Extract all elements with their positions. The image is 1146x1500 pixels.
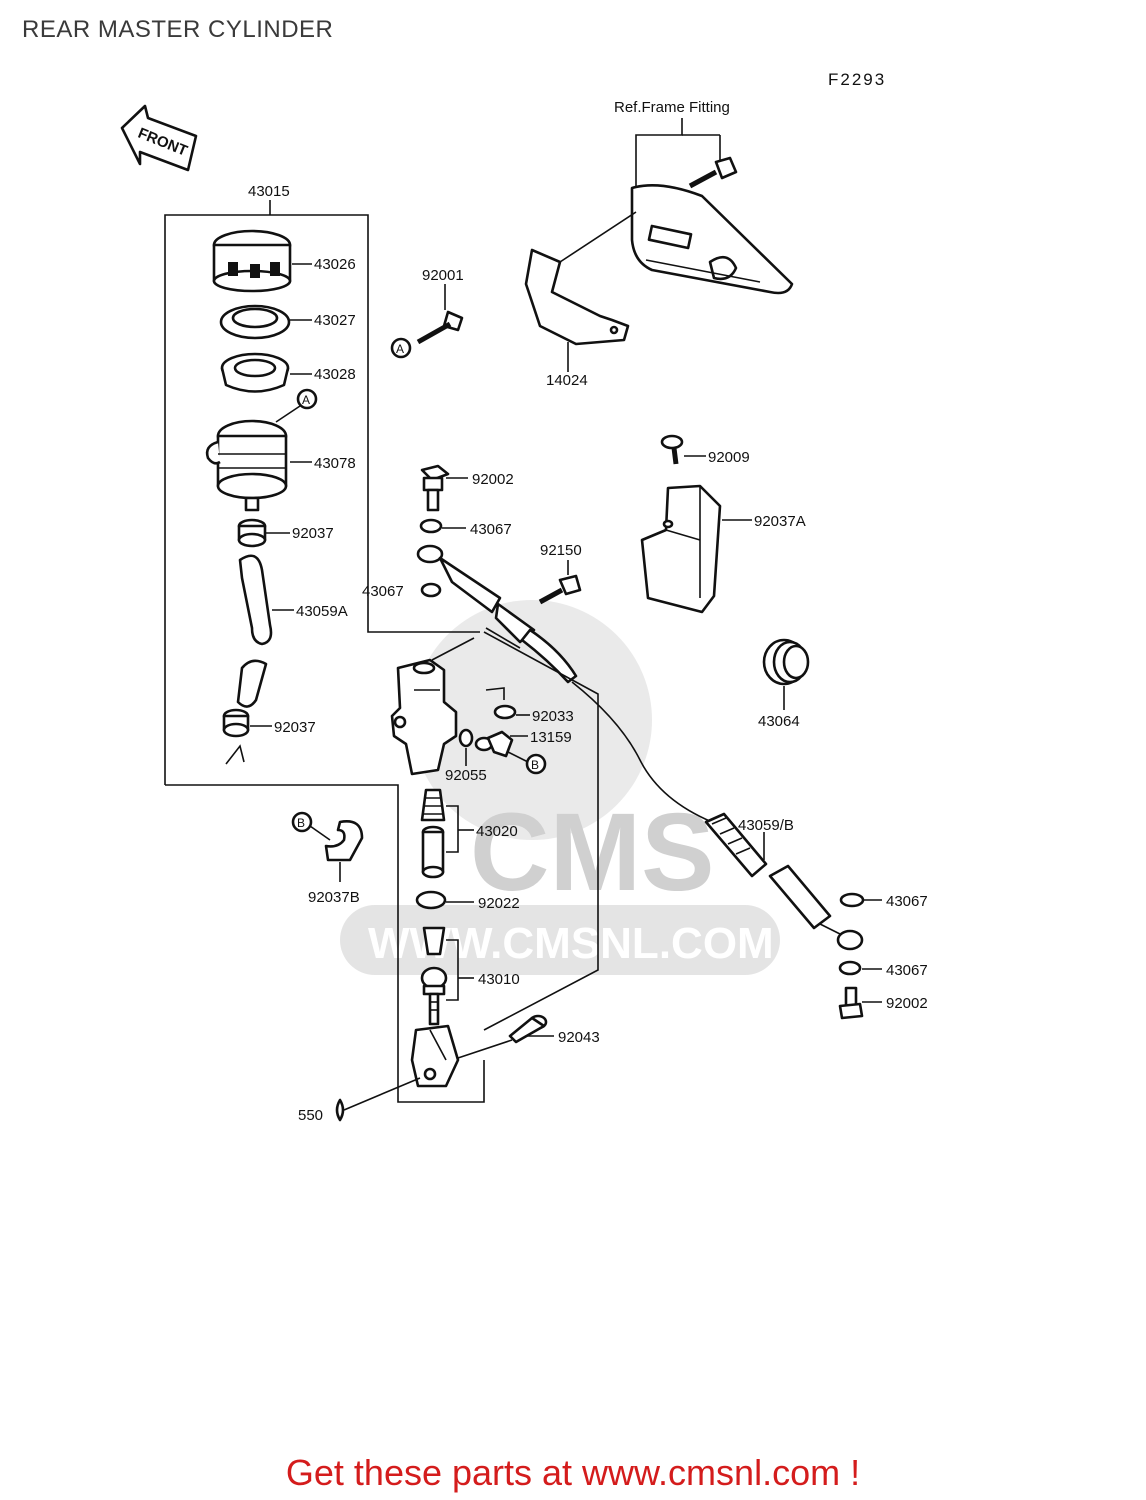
label-43067-b: 43067: [362, 583, 404, 600]
washer-icon-d: [838, 960, 862, 976]
label-92033: 92033: [532, 708, 574, 725]
piston-icon: [421, 825, 445, 879]
watermark-brand: CMS: [470, 791, 714, 914]
washer-icon-c: [839, 892, 865, 908]
washer-icon-a: [419, 518, 443, 534]
bolt-icon-92001: [416, 310, 464, 345]
label-43064: 43064: [758, 713, 800, 730]
label-92037B: 92037B: [308, 889, 360, 906]
push-rod-icon: [420, 966, 448, 1026]
assembly-bracket-right: [483, 631, 599, 1031]
label-43028: 43028: [314, 366, 356, 383]
callout-b-clip: B: [291, 811, 331, 841]
o-ring-icon: [458, 728, 474, 748]
label-43059A: 43059A: [296, 603, 348, 620]
reservoir-hose-icon: [236, 554, 273, 708]
brake-hose-fitting-top: [416, 544, 578, 684]
master-cylinder-body-icon: [390, 658, 458, 776]
label-13159: 13159: [530, 729, 572, 746]
label-43015: 43015: [248, 183, 290, 200]
label-92043: 92043: [558, 1029, 600, 1046]
callout-b-clip-text: B: [297, 816, 305, 830]
reservoir-cap-icon: [212, 229, 292, 293]
hose-clamp-icon: [237, 518, 267, 548]
label-43067-c: 43067: [886, 893, 928, 910]
label-92001: 92001: [422, 267, 464, 284]
label-43059B: 43059/B: [738, 817, 794, 834]
brake-hose-fitting-bottom: [704, 812, 864, 951]
frame-cover-icon: [630, 184, 794, 295]
label-43067-a: 43067: [470, 521, 512, 538]
label-92037-bottom: 92037: [274, 719, 316, 736]
callout-a-reservoir: A: [275, 388, 318, 423]
label-92022: 92022: [478, 895, 520, 912]
washer-icon-b: [420, 582, 442, 598]
diaphragm-plate-icon: [219, 304, 291, 340]
watermark: CMS WWW.CMSNL.COM: [340, 600, 780, 975]
label-43026: 43026: [314, 256, 356, 273]
front-arrow-shape: [120, 104, 198, 172]
clevis-icon: [410, 1024, 460, 1088]
assembly-bracket-43015: [164, 200, 485, 1103]
page-title: REAR MASTER CYLINDER: [22, 16, 334, 43]
label-43067-d: 43067: [886, 962, 928, 979]
clamp-bracket-icon: [640, 484, 722, 614]
master-cylinder-guard-icon: [524, 211, 637, 346]
banjo-bolt-icon-bottom: [838, 986, 864, 1020]
figure-code: F2293: [828, 70, 886, 89]
ring-icon-92033: [493, 704, 517, 720]
callout-a-text: A: [302, 393, 310, 407]
label-92055: 92055: [445, 767, 487, 784]
watermark-banner: [340, 905, 780, 975]
label-92150: 92150: [540, 542, 582, 559]
callout-a-bolt: A: [390, 337, 412, 359]
boot-icon: [422, 926, 446, 956]
callout-b-joint-text: B: [531, 758, 539, 772]
front-arrow: FRONT: [120, 104, 198, 172]
diaphragm-icon: [220, 352, 290, 393]
reservoir-icon: [205, 419, 288, 512]
clevis-pin-icon: [508, 1014, 548, 1044]
label-92009: 92009: [708, 449, 750, 466]
label-43027: 43027: [314, 312, 356, 329]
parts-diagram: CMS WWW.CMSNL.COM F2293 FRONT 43015 4302…: [120, 70, 928, 1124]
banjo-bolt-icon-top: [420, 464, 450, 512]
hose-clip-icon: [324, 820, 364, 862]
hose-clamp-icon-lower: [222, 708, 250, 765]
watermark-badge: [412, 600, 652, 840]
screw-icon-frame: [688, 156, 738, 189]
grommet-icon: [762, 638, 810, 686]
label-43010: 43010: [478, 971, 520, 988]
screw-icon-92009: [660, 434, 684, 465]
callout-b-joint: B: [507, 751, 547, 775]
label-43078: 43078: [314, 455, 356, 472]
circlip-icon: [415, 890, 447, 910]
label-92037A: 92037A: [754, 513, 806, 530]
footer-link[interactable]: Get these parts at www.cmsnl.com !: [285, 1452, 861, 1493]
label-92002-top: 92002: [472, 471, 514, 488]
cotter-pin-icon: [335, 1098, 345, 1122]
label-550: 550: [298, 1107, 323, 1124]
label-92002-bottom: 92002: [886, 995, 928, 1012]
hose-joint-icon: [474, 730, 514, 758]
label-43020: 43020: [476, 823, 518, 840]
ref-frame-note: Ref.Frame Fitting: [614, 99, 730, 116]
bolt-icon-92150: [538, 574, 582, 605]
label-14024: 14024: [546, 372, 588, 389]
callout-a-bolt-text: A: [396, 342, 404, 356]
label-92037-top: 92037: [292, 525, 334, 542]
spring-icon: [420, 788, 446, 822]
